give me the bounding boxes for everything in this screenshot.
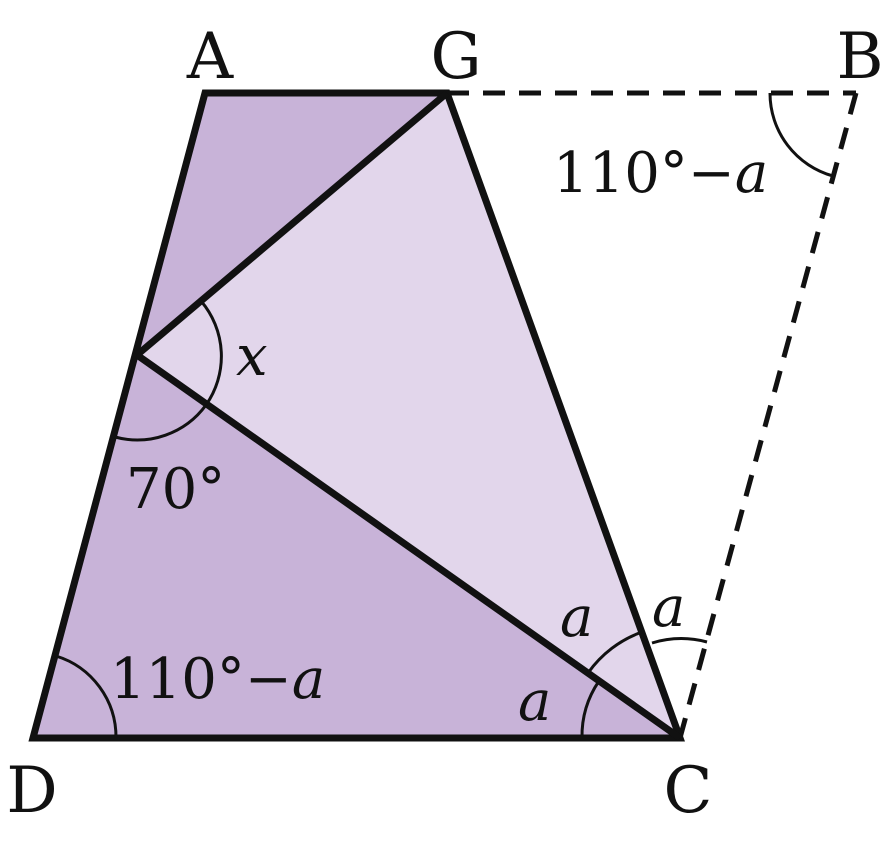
triangle-EGC [137, 93, 680, 738]
angle-label-D-var: a [292, 647, 325, 712]
segment-EG [134, 90, 450, 358]
angle-label-C-middle-var: a [560, 585, 593, 650]
angle-arc-70 [114, 404, 208, 442]
angle-label-B-var: a [735, 141, 768, 206]
angle-label-B-dash: − [688, 141, 735, 206]
label-C: C [664, 754, 713, 828]
label-G: G [430, 20, 481, 94]
angle-label-C-lower: a [518, 669, 551, 734]
segment-EC [134, 352, 683, 741]
angle-label-70: 70° [126, 457, 225, 522]
angle-label-C-upper: a [652, 575, 685, 640]
angle-arc-x [199, 300, 223, 406]
angle-label-C-upper-var: a [652, 575, 685, 640]
angle-label-D: 110°−a [110, 647, 325, 712]
angle-label-B-number: 110° [553, 141, 688, 206]
angle-label-C-lower-var: a [518, 669, 551, 734]
label-B: B [836, 20, 883, 94]
angle-arc-B [768, 92, 834, 178]
label-A: A [186, 20, 234, 94]
angle-arc-C-lower [580, 680, 601, 739]
angle-arc-C-middle [586, 630, 643, 674]
angle-label-C-middle: a [560, 585, 593, 650]
angle-arc-C-upper [651, 637, 708, 645]
quad-DEC [33, 355, 680, 738]
angle-arc-D [55, 654, 118, 739]
angle-label-B: 110°−a [553, 141, 768, 206]
label-D: D [6, 754, 57, 828]
dashed-segment-BC [677, 92, 859, 739]
angle-label-D-dash: − [245, 647, 292, 712]
angle-label-D-number: 110° [110, 647, 245, 712]
angle-label-x: x [236, 324, 268, 389]
angle-label-x-var: x [236, 324, 268, 389]
